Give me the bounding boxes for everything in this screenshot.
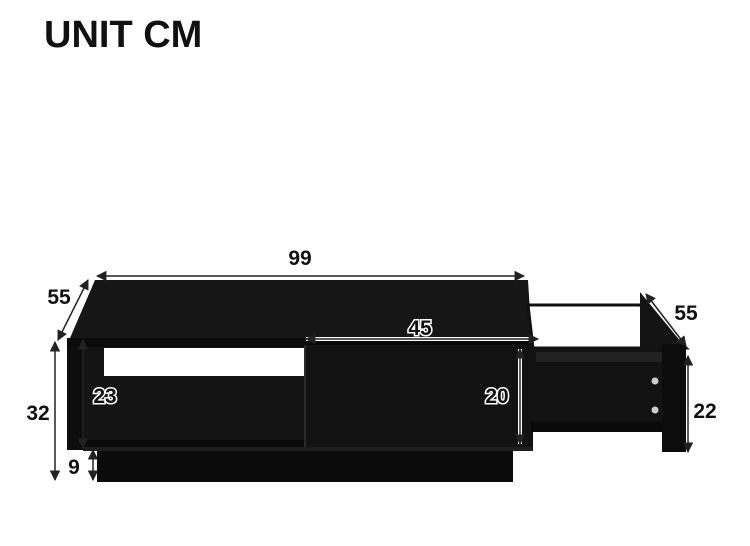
drawer-height-label: 20 [485,385,508,408]
length-label: 99 [288,247,311,270]
table-top-front-edge [67,338,533,347]
drawer-side-height-label: 22 [693,400,716,423]
base-height-label: 9 [68,456,80,479]
drawer-width-label: 45 [408,317,432,340]
base-plinth [97,450,513,482]
table-top [67,280,532,345]
unit-title: UNIT CM [44,14,203,56]
drawer-back-wall [536,352,662,362]
drawer-screw-2 [651,406,659,414]
depth-left-dim-line [57,279,89,341]
drawer-front [305,345,533,450]
drawer-depth-dim-line [645,293,687,347]
dimension-lines [49,270,694,482]
pulled-drawer [526,292,690,452]
drawer-bottom [531,422,668,432]
height-label: 32 [26,402,49,425]
drawer-front-panel [662,344,686,452]
drawer-screw-1 [651,377,659,385]
shelf-opening [104,348,304,376]
left-side-panel [67,345,83,450]
base-top-line [83,447,533,451]
shelf-bottom [83,440,305,450]
depth-left-label: 55 [47,286,71,309]
drawer-depth-label: 55 [674,302,698,325]
shelf-height-label: 23 [93,385,116,408]
coffee-table [67,280,533,482]
